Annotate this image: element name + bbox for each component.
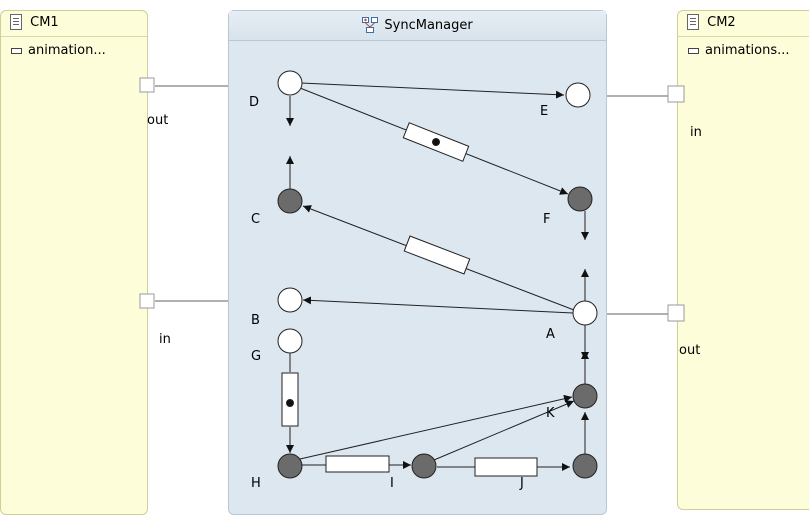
cm1-port-in[interactable]	[139, 293, 155, 309]
transition-A-C[interactable]	[403, 235, 471, 275]
cm1-port-in-label: in	[159, 332, 171, 347]
place-K[interactable]	[572, 383, 598, 409]
place-label-H: H	[251, 476, 261, 491]
place-I[interactable]	[411, 453, 437, 479]
cm1-port-out-label: out	[147, 113, 169, 128]
document-icon	[687, 14, 699, 30]
place-label-K: K	[546, 406, 555, 421]
place-label-B: B	[251, 313, 260, 328]
cm1-attribute-label: animation...	[28, 43, 106, 58]
place-D[interactable]	[277, 70, 303, 96]
cm2-port-out[interactable]	[667, 304, 685, 322]
place-A[interactable]	[572, 300, 598, 326]
place-label-D: D	[249, 95, 260, 110]
place-C[interactable]	[277, 188, 303, 214]
place-G[interactable]	[277, 328, 303, 354]
arc-H-K	[299, 394, 573, 460]
cm1-header: CM1	[1, 11, 147, 37]
place-J[interactable]	[572, 453, 598, 479]
cm1-title: CM1	[30, 14, 59, 30]
transition-G-H[interactable]	[281, 372, 299, 427]
sync-manager-title: SyncManager	[384, 17, 473, 33]
transition-D-F[interactable]	[402, 122, 470, 162]
token	[432, 138, 440, 146]
attribute-icon	[11, 47, 22, 54]
arc-A-B	[302, 296, 574, 314]
place-E[interactable]	[565, 82, 591, 108]
place-B[interactable]	[277, 287, 303, 313]
place-H[interactable]	[277, 453, 303, 479]
cm1-port-out[interactable]	[139, 77, 155, 93]
cm2-port-out-label: out	[679, 343, 701, 358]
place-label-G: G	[251, 349, 262, 364]
cm2-title: CM2	[707, 14, 736, 30]
transition-I-J[interactable]	[474, 457, 538, 477]
sync-manager-header: SyncManager	[229, 11, 606, 41]
place-label-C: C	[251, 212, 261, 227]
place-F[interactable]	[567, 186, 593, 212]
cm1-attribute[interactable]: animation...	[11, 43, 106, 58]
sync-manager-icon	[362, 17, 379, 33]
cm2-port-in-label: in	[690, 125, 702, 140]
cm2-port-in[interactable]	[667, 85, 685, 103]
place-label-F: F	[543, 212, 551, 227]
attribute-icon	[688, 47, 699, 54]
token	[286, 399, 294, 407]
cm2-attribute-label: animations...	[705, 43, 790, 58]
cm2-block[interactable]: CM2 animations...	[677, 10, 809, 510]
place-label-E: E	[540, 104, 549, 119]
place-label-J: J	[520, 476, 524, 491]
place-label-A: A	[546, 327, 555, 342]
transition-H-I[interactable]	[325, 455, 390, 473]
place-label-I: I	[390, 476, 394, 491]
arc-D-E	[300, 82, 565, 99]
cm1-block[interactable]: CM1 animation...	[0, 10, 148, 515]
document-icon	[10, 14, 22, 30]
arc-I-K	[433, 400, 575, 461]
cm2-header: CM2	[678, 11, 809, 37]
cm2-attribute[interactable]: animations...	[688, 43, 790, 58]
